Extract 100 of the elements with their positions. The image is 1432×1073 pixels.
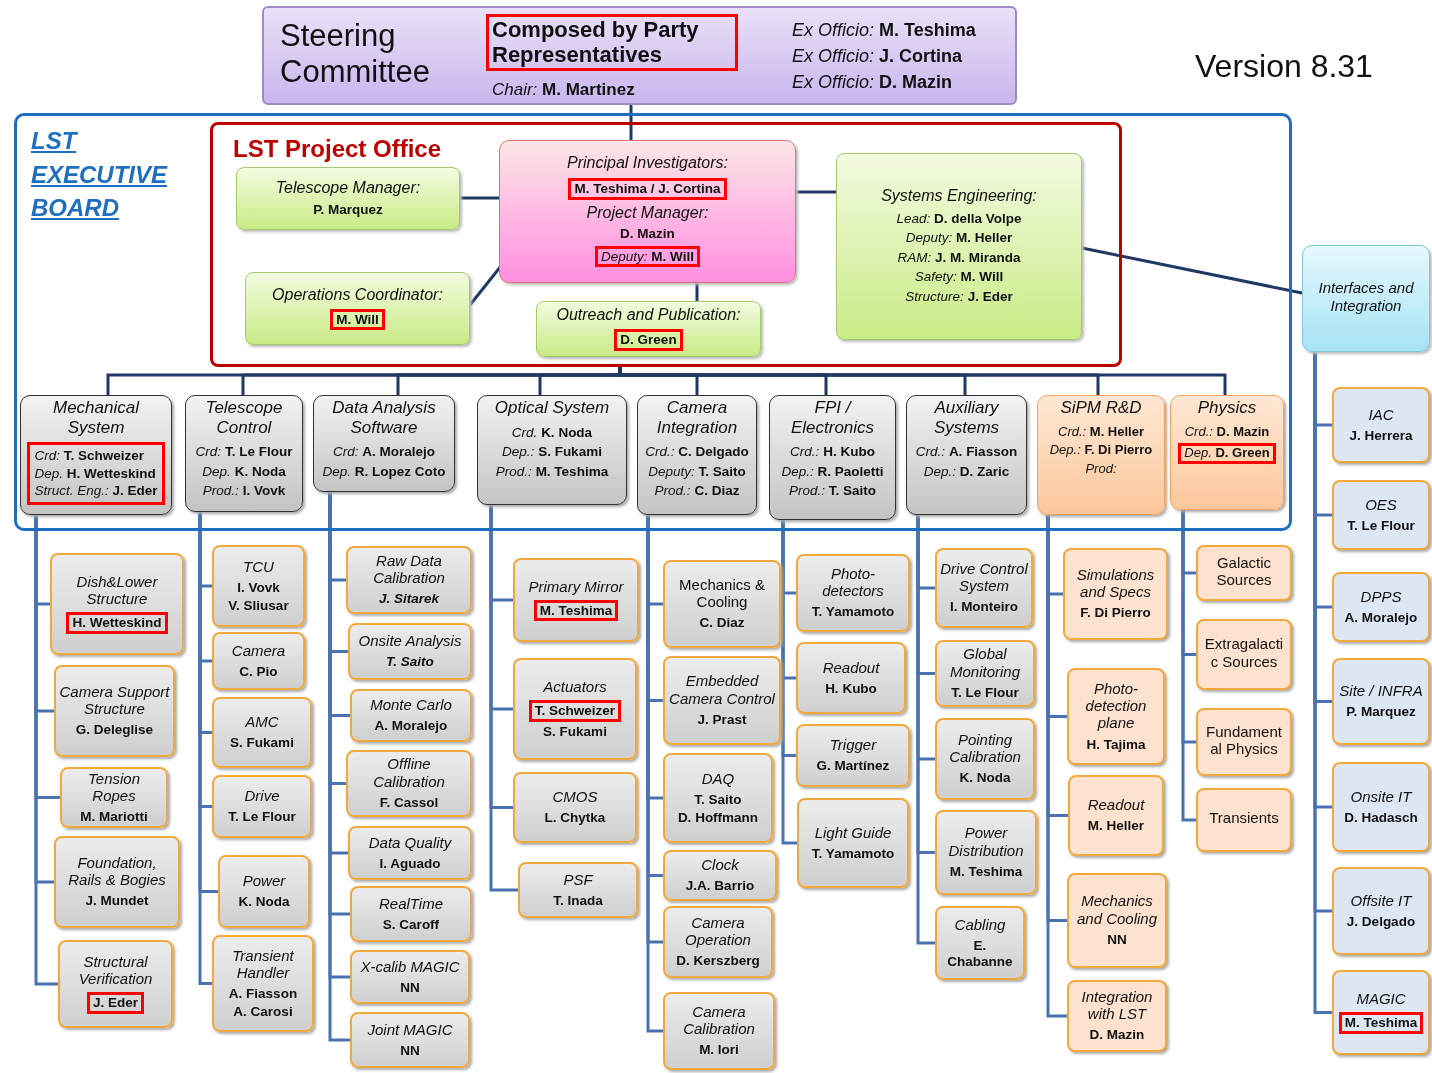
box-title: DPPS <box>1360 587 1402 605</box>
box-title: Mechanical System <box>52 398 141 438</box>
box-title: LST EXECUTIVE BOARD <box>31 126 169 224</box>
box-title: Transient Handler <box>231 946 295 982</box>
person-name: T. Inada <box>553 892 603 909</box>
connector-line <box>781 520 797 845</box>
task-box <box>346 546 472 614</box>
role-line: Dep.: D. Zaric <box>923 463 1010 480</box>
person-name: J. Prast <box>697 712 747 728</box>
box-title: X-calib MAGIC <box>360 957 460 975</box>
person-name: M. Iori <box>699 1042 739 1058</box>
role-line: Crd.: A. Fiasson <box>915 444 1018 460</box>
person-name: A. Moralejo <box>1344 609 1418 626</box>
box-title: RealTime <box>378 894 444 912</box>
box-title: Mechanics and Cooling <box>1075 892 1159 927</box>
box-title: Camera <box>231 641 286 659</box>
box-title: Onsite Analysis <box>358 632 462 650</box>
box-title: DAQ <box>701 769 735 788</box>
role-box <box>1302 245 1430 352</box>
highlighted-name: T. Schweizer <box>528 700 622 722</box>
role-line: Crd: A. Moralejo <box>332 444 435 460</box>
box-title: Trigger <box>829 736 877 754</box>
box-title: Fundament al Physics <box>1205 722 1283 758</box>
office-frame <box>210 122 1122 367</box>
task-box <box>663 656 781 745</box>
box-title: Mechanics & Cooling <box>678 576 766 611</box>
role-line: Ex Officio: J. Cortina <box>792 46 964 67</box>
role-line: Crd: T. Schweizer <box>34 448 146 464</box>
person-name: V. Sliusar <box>228 597 289 614</box>
box-title: Integration with LST <box>1080 988 1154 1023</box>
role-line: Prod.: T. Saito <box>788 483 877 499</box>
task-box <box>54 665 175 757</box>
version-label: Version 8.31 <box>1195 48 1373 85</box>
connector-line <box>460 196 499 200</box>
task-box <box>350 950 470 1004</box>
person-name: T. Yamamoto <box>811 604 895 620</box>
role-line: Project Manager: <box>586 203 709 223</box>
person-name: J. Mundet <box>85 893 149 909</box>
task-box <box>518 862 638 918</box>
box-title: Transients <box>1209 809 1279 827</box>
task-box <box>1332 762 1430 852</box>
box-title: Offsite IT <box>1350 891 1412 909</box>
box-title: Monte Carlo <box>370 696 452 714</box>
highlighted-name: M. Teshima <box>1338 1012 1424 1034</box>
box-title: Primary Mirror <box>528 577 624 595</box>
task-box <box>935 548 1033 628</box>
work-package-box <box>313 395 455 492</box>
task-box <box>663 753 773 843</box>
task-box <box>663 560 781 648</box>
role-line: Lead: D. della Volpe <box>896 210 1022 227</box>
person-name: P. Marquez <box>313 201 383 218</box>
box-title: Power Distribution <box>947 824 1025 859</box>
box-title: OES <box>1365 495 1397 513</box>
role-line: Deputy: T. Saito <box>648 463 746 480</box>
box-title: Galactic Sources <box>1215 553 1273 589</box>
box-title: Systems Engineering: <box>881 186 1037 205</box>
person-name: T. Saito <box>386 654 434 670</box>
role-line: Deputy: M. Heller <box>905 230 1013 246</box>
role-line: Dep.: F. Di Pierro <box>1049 443 1153 459</box>
person-name: I. Vovk <box>237 580 280 596</box>
box-title: Drive Control System <box>940 560 1028 595</box>
box-title: Pointing Calibration <box>948 731 1022 766</box>
box-title: PSF <box>563 870 593 888</box>
person-name: D. Hadasch <box>1344 809 1418 826</box>
connector-line <box>489 505 518 892</box>
box-title: LST Project Office <box>233 135 443 163</box>
task-box <box>1068 775 1164 856</box>
person-name: G. Deleglise <box>75 722 154 738</box>
task-box <box>212 632 305 690</box>
task-box <box>1196 545 1292 601</box>
role-line: Dep.: R. Paoletti <box>781 463 884 480</box>
work-package-box <box>769 395 896 520</box>
connector-line <box>1181 510 1196 822</box>
work-package-box <box>1170 395 1284 510</box>
connector-line <box>796 190 836 194</box>
box-title: CMOS <box>552 788 598 806</box>
person-name: A. Fiasson <box>228 986 298 1002</box>
task-box <box>346 750 472 817</box>
person-name: H. Kubo <box>825 680 877 697</box>
person-name: J. Herrera <box>1349 427 1413 444</box>
box-title: Structural Verification <box>77 953 154 988</box>
role-box <box>536 301 761 357</box>
person-name: T. Le Flour <box>228 809 296 825</box>
connector-line <box>1046 515 1067 1018</box>
task-box <box>1063 548 1168 640</box>
task-box <box>1067 873 1167 968</box>
work-package-box <box>637 395 757 515</box>
task-box <box>212 775 312 838</box>
person-name: S. Fukami <box>543 723 607 740</box>
person-name: M. Heller <box>1087 818 1145 834</box>
person-name: NN <box>400 979 420 996</box>
task-box <box>58 940 173 1028</box>
person-name: K. Noda <box>959 770 1011 786</box>
box-title: Power <box>242 872 286 890</box>
task-box <box>1332 867 1430 955</box>
box-title: FPI / Electronics <box>789 398 876 438</box>
task-box <box>1332 480 1430 550</box>
task-box <box>935 718 1035 800</box>
task-box <box>348 826 472 880</box>
task-box <box>350 886 472 942</box>
